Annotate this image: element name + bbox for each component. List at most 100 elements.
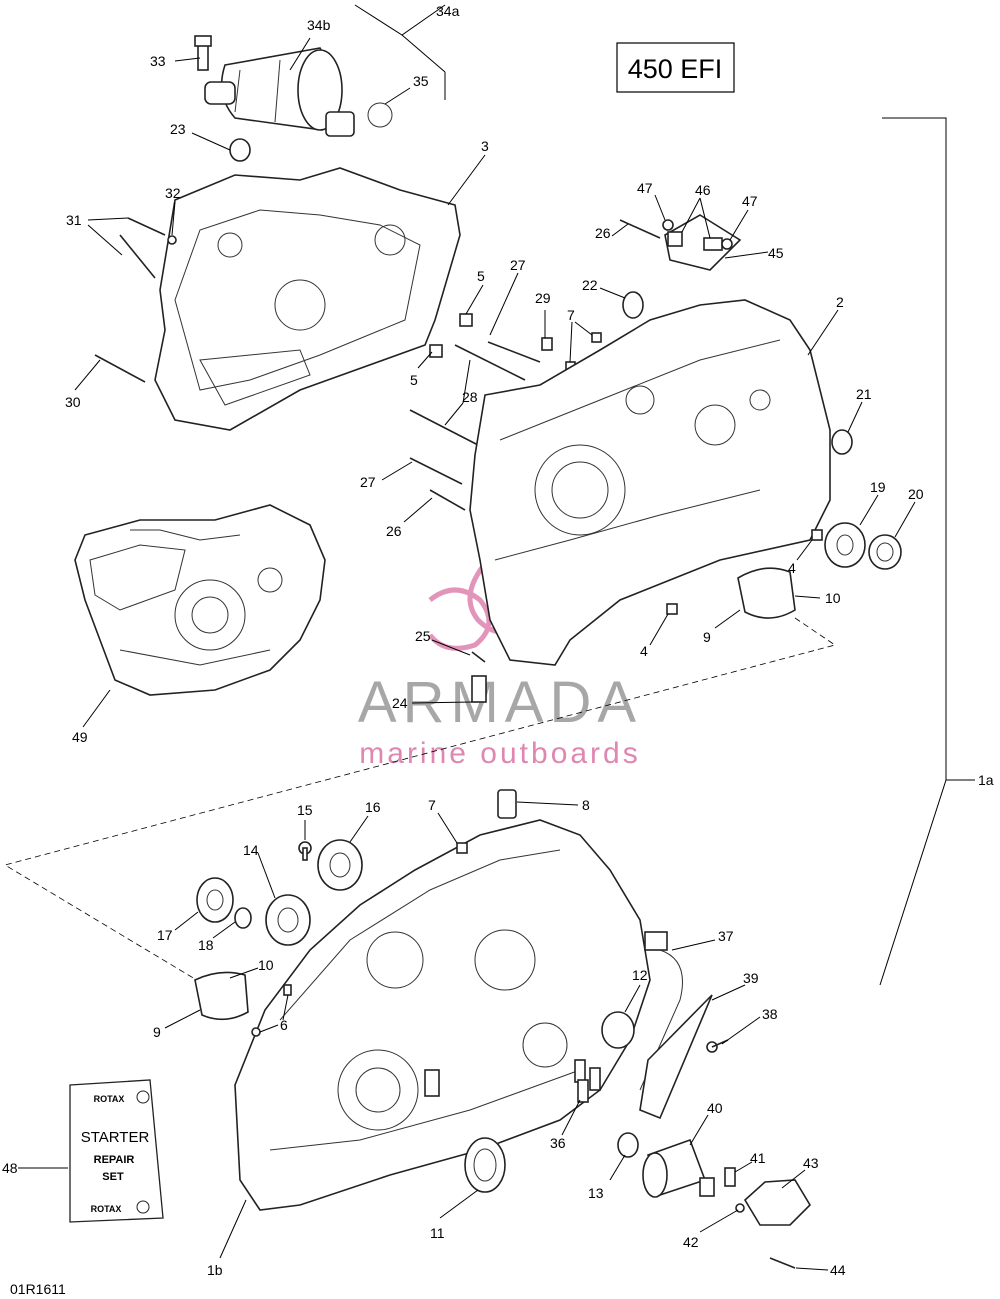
callout-24: 24 [392, 695, 408, 711]
bolt-26 [429, 489, 466, 511]
callout-5a: 5 [477, 268, 485, 284]
callout-8: 8 [582, 797, 590, 813]
bearing-13 [617, 1132, 639, 1158]
callout-42: 42 [683, 1234, 699, 1250]
callout-27a: 27 [510, 257, 526, 273]
kit-line3: SET [102, 1171, 124, 1183]
callout-9b: 9 [153, 1024, 161, 1040]
callout-7b: 7 [428, 797, 436, 813]
callout-26a: 26 [595, 225, 611, 241]
sensors-36 [574, 1059, 601, 1103]
bearing-21 [831, 429, 853, 455]
callout-33: 33 [150, 53, 166, 69]
starter-bolt-33 [194, 35, 212, 71]
bolt-31a [127, 217, 166, 236]
starter-drive-40 [642, 1138, 715, 1198]
bolt-26b [619, 219, 661, 239]
callout-29: 29 [535, 290, 551, 306]
watermark-brand: ARMADA [358, 670, 642, 735]
callout-15: 15 [297, 802, 313, 818]
dowel-7-lower [456, 842, 468, 854]
oil-seal-22 [622, 291, 644, 319]
callout-32: 32 [165, 185, 181, 201]
cover-39 [639, 994, 713, 1120]
callout-4b: 4 [640, 643, 648, 659]
diagram-code: 01R1611 [10, 1281, 66, 1297]
plug-24 [471, 675, 487, 703]
clip-46b [703, 237, 723, 251]
callout-41: 41 [750, 1150, 766, 1166]
kit-line1: STARTER [81, 1129, 150, 1146]
seal-11 [464, 1137, 506, 1193]
callout-39: 39 [743, 970, 759, 986]
callout-38: 38 [762, 1006, 778, 1022]
callout-16: 16 [365, 799, 381, 815]
bolts-28 [409, 341, 541, 446]
model-label-box: 450 EFI [616, 42, 735, 93]
callout-34b: 34b [307, 17, 331, 33]
bolt-27 [409, 457, 463, 485]
callout-37: 37 [718, 928, 734, 944]
callout-44: 44 [830, 1262, 846, 1278]
pin-25 [471, 651, 486, 663]
bearing-19 [824, 522, 866, 568]
callout-labels: 34a 34b 33 35 23 3 32 31 30 5 5 27 29 7 … [2, 3, 994, 1278]
dashed-guides [3, 617, 836, 986]
callout-30: 30 [65, 394, 81, 410]
callout-10a: 10 [825, 590, 841, 606]
engine-assembly [74, 504, 326, 696]
screw-47b [721, 238, 733, 250]
callout-14: 14 [243, 842, 259, 858]
leader-lines [18, 4, 916, 1271]
callout-3: 3 [481, 138, 489, 154]
callout-2: 2 [836, 294, 844, 310]
callout-11: 11 [430, 1225, 445, 1241]
dowel-4a [811, 529, 823, 541]
watermark-tagline: marine outboards [359, 737, 640, 770]
callout-19: 19 [870, 479, 886, 495]
bolt-31b [119, 234, 156, 279]
stud-29 [541, 337, 553, 351]
dowel-5b [429, 344, 443, 358]
callout-48: 48 [2, 1160, 18, 1176]
model-label: 450 EFI [628, 54, 723, 84]
ring-12 [601, 1011, 635, 1049]
callout-49: 49 [72, 729, 88, 745]
kit-brand-top: ROTAX [94, 1094, 125, 1104]
sleeve-9-10 [737, 567, 796, 619]
kit-brand-bottom: ROTAX [91, 1204, 122, 1214]
callout-34a: 34a [436, 3, 460, 19]
callout-9a: 9 [703, 629, 711, 645]
callout-5b: 5 [410, 372, 418, 388]
callout-1b: 1b [207, 1262, 223, 1278]
callout-20: 20 [908, 486, 924, 502]
callout-27b: 27 [360, 474, 376, 490]
callout-21: 21 [856, 386, 872, 402]
bearing-14 [265, 894, 311, 946]
callout-43: 43 [803, 1155, 819, 1171]
oil-seal-23 [229, 138, 251, 162]
washer-32 [167, 235, 177, 245]
starter-motor [204, 47, 355, 137]
callout-25: 25 [415, 628, 431, 644]
plug-8 [497, 789, 517, 819]
callout-47a: 47 [637, 180, 653, 196]
screw-15 [298, 841, 312, 861]
callout-31: 31 [66, 212, 82, 228]
dowel-5a [459, 313, 473, 327]
callout-47b: 47 [742, 193, 758, 209]
callout-6: 6 [280, 1017, 288, 1033]
callout-12: 12 [632, 967, 648, 983]
sensor-37 [639, 931, 683, 1091]
dowel-4b [666, 603, 678, 615]
callout-17: 17 [157, 927, 173, 943]
callout-1a: 1a [978, 772, 994, 788]
bearing-20 [868, 534, 902, 570]
ring-18 [234, 907, 252, 929]
clip-46a [667, 231, 683, 247]
bolt-44 [769, 1257, 796, 1269]
callout-7a: 7 [567, 307, 575, 323]
bearing-17 [196, 877, 234, 923]
crankcase-half-center [469, 299, 831, 666]
